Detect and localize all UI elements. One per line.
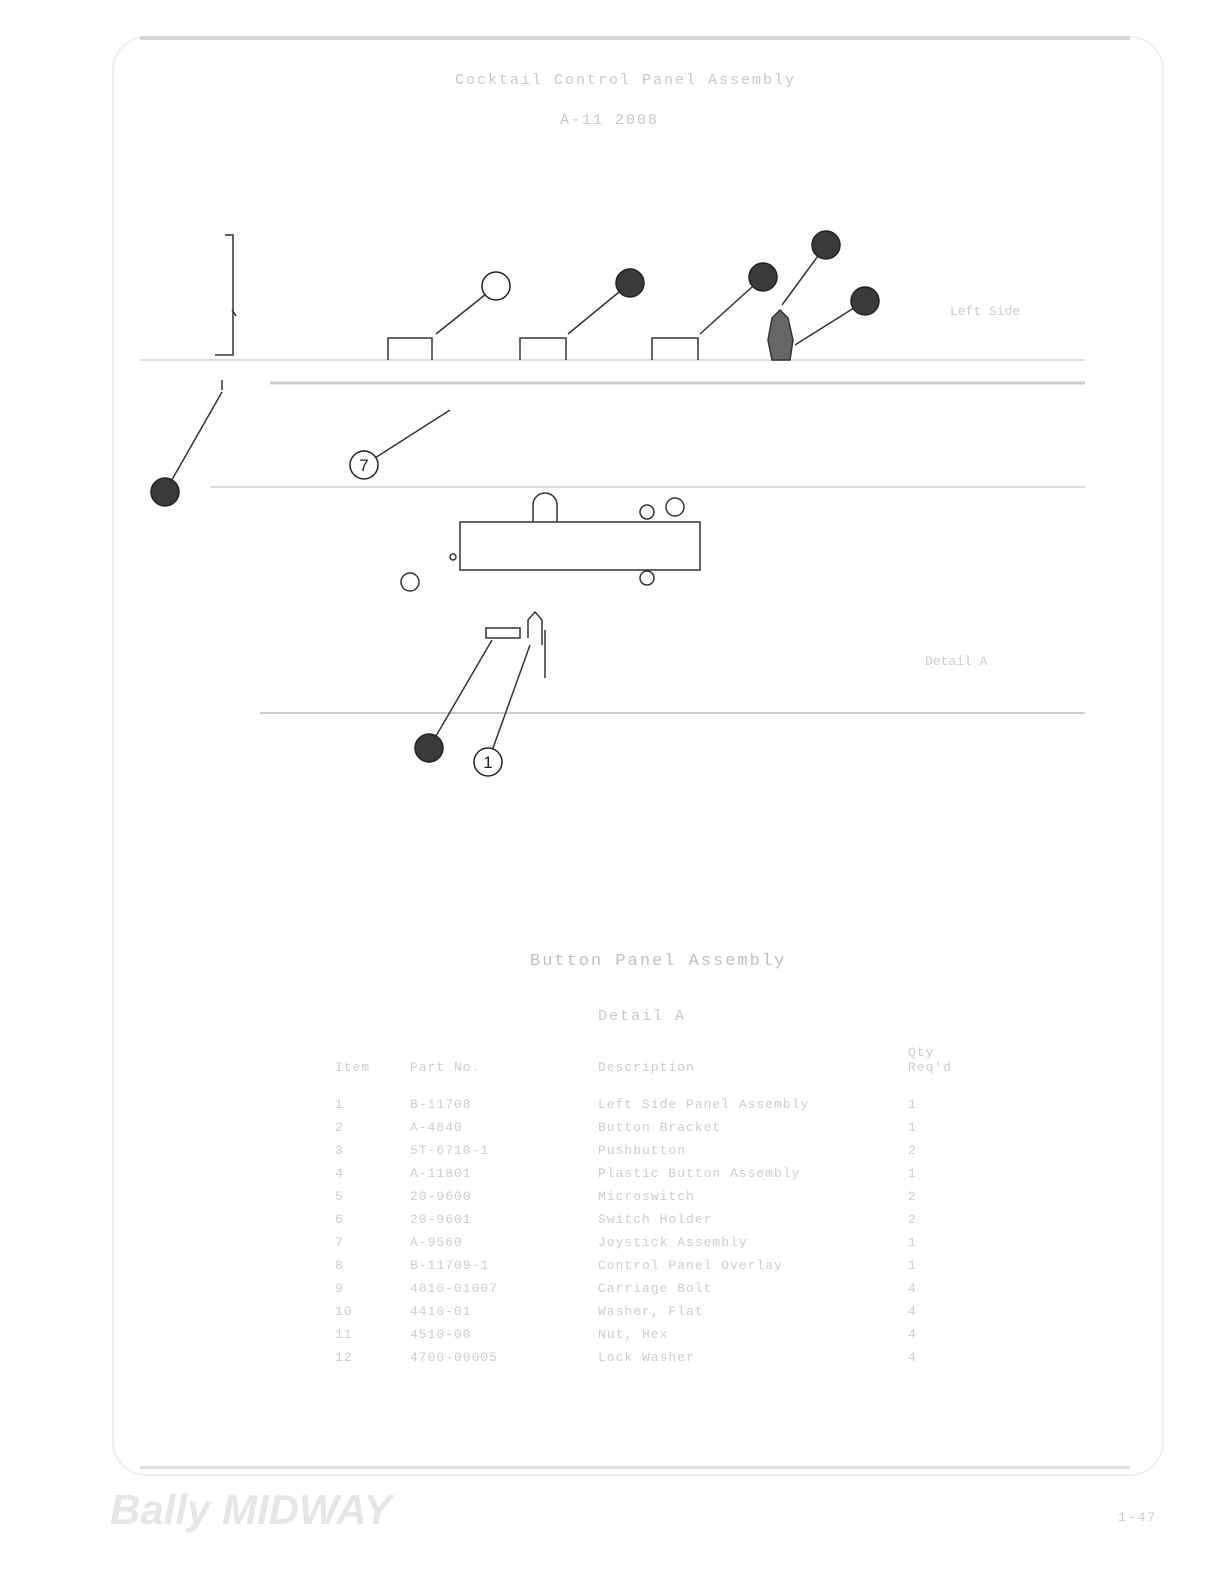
part-no-cell: 4700-00005 (410, 1350, 499, 1365)
qty-cell: 2 (908, 1143, 917, 1158)
description-cell: Lock Washer (598, 1350, 695, 1365)
part-no-cell: A-9560 (410, 1235, 463, 1250)
part-no-cell: 4510-00 (410, 1327, 472, 1342)
button-outline (651, 337, 699, 360)
qty-cell: 4 (908, 1327, 917, 1342)
table-row: 5 20-9600 Microswitch 2 (335, 1185, 968, 1208)
callout-filled (748, 262, 778, 292)
joystick (767, 308, 794, 361)
header-subtitle: A-11 2008 (560, 112, 660, 129)
qty-cell: 1 (908, 1235, 917, 1250)
description-cell: Switch Holder (598, 1212, 713, 1227)
qty-cell: 4 (908, 1350, 917, 1365)
qty-cell: 1 (908, 1166, 917, 1181)
part-no-cell: 20-9600 (410, 1189, 472, 1204)
table-row: 6 20-9601 Switch Holder 2 (335, 1208, 968, 1231)
description-cell: Button Bracket (598, 1120, 722, 1135)
table-row: 2 A-4840 Button Bracket 1 (335, 1116, 968, 1139)
side-label: Left Side (950, 304, 1020, 319)
table-row: 8 B-11709-1 Control Panel Overlay 1 (335, 1254, 968, 1277)
callout-1 (473, 747, 503, 777)
callout-7-label: 7 (359, 456, 368, 475)
col-item: Item (335, 1060, 371, 1075)
description-cell: Plastic Button Assembly (598, 1166, 801, 1181)
part-no-cell: A-4840 (410, 1120, 463, 1135)
description-cell: Left Side Panel Assembly (598, 1097, 810, 1112)
item-cell: 10 (335, 1304, 353, 1319)
qty-cell: 4 (908, 1304, 917, 1319)
header-title: Cocktail Control Panel Assembly (455, 72, 797, 89)
button-bar (459, 521, 701, 571)
callout-filled (811, 230, 841, 260)
description-cell: Pushbutton (598, 1143, 687, 1158)
description-cell: Control Panel Overlay (598, 1258, 783, 1273)
callout-filled (414, 733, 444, 763)
item-cell: 2 (335, 1120, 344, 1135)
item-cell: 4 (335, 1166, 344, 1181)
item-cell: 3 (335, 1143, 344, 1158)
callout-open (481, 271, 511, 301)
microswitch (485, 610, 543, 645)
table-row: 10 4410-01 Washer, Flat 4 (335, 1300, 968, 1323)
parts-list-title: Button Panel Assembly (530, 952, 787, 971)
parts-list-detail: Detail A (598, 1008, 687, 1025)
callout-filled (150, 477, 180, 507)
part-no-cell: B-11708 (410, 1097, 472, 1112)
side-bracket (215, 234, 234, 356)
table-row: 4 A-11801 Plastic Button Assembly 1 (335, 1162, 968, 1185)
top-rule (140, 36, 1130, 40)
description-cell: Joystick Assembly (598, 1235, 748, 1250)
part-no-cell: 5T-6710-1 (410, 1143, 490, 1158)
callout-filled (615, 268, 645, 298)
table-row: 9 4010-01007 Carriage Bolt 4 (335, 1277, 968, 1300)
part-no-cell: 4010-01007 (410, 1281, 499, 1296)
assembly-diagram: 7 1 Left Side Detail A (140, 230, 1085, 777)
bottom-rule (140, 1466, 1130, 1469)
item-cell: 8 (335, 1258, 344, 1273)
part-no-cell: A-11801 (410, 1166, 472, 1181)
item-cell: 12 (335, 1350, 353, 1365)
table-row: 3 5T-6710-1 Pushbutton 2 (335, 1139, 968, 1162)
detail-label: Detail A (925, 654, 988, 669)
qty-cell: 2 (908, 1189, 917, 1204)
col-part-no: Part No. (410, 1060, 481, 1075)
description-cell: Microswitch (598, 1189, 695, 1204)
part-no-cell: B-11709-1 (410, 1258, 490, 1273)
item-cell: 9 (335, 1281, 344, 1296)
qty-cell: 1 (908, 1097, 917, 1112)
button-outline (387, 337, 433, 360)
table-row: 7 A-9560 Joystick Assembly 1 (335, 1231, 968, 1254)
part-no-cell: 20-9601 (410, 1212, 472, 1227)
qty-cell: 1 (908, 1258, 917, 1273)
description-cell: Nut, Hex (598, 1327, 669, 1342)
qty-cell: 1 (908, 1120, 917, 1135)
item-cell: 11 (335, 1327, 353, 1342)
item-cell: 1 (335, 1097, 344, 1112)
col-description: Description (598, 1060, 695, 1075)
item-cell: 6 (335, 1212, 344, 1227)
description-cell: Washer, Flat (598, 1304, 704, 1319)
table-row: 1 B-11708 Left Side Panel Assembly 1 (335, 1093, 968, 1116)
col-qty: Qty Req'd (908, 1045, 953, 1075)
callout-7 (349, 450, 379, 480)
page-number: 1-47 (1118, 1510, 1158, 1525)
bally-midway-logo: Bally MIDWAY (110, 1486, 392, 1533)
item-cell: 7 (335, 1235, 344, 1250)
part-no-cell: 4410-01 (410, 1304, 472, 1319)
callout-1-label: 1 (483, 753, 492, 772)
qty-cell: 2 (908, 1212, 917, 1227)
item-cell: 5 (335, 1189, 344, 1204)
table-row: 11 4510-00 Nut, Hex 4 (335, 1323, 968, 1346)
callout-filled (850, 286, 880, 316)
qty-cell: 4 (908, 1281, 917, 1296)
button-outline (519, 337, 567, 360)
table-row: 12 4700-00005 Lock Washer 4 (335, 1346, 968, 1369)
description-cell: Carriage Bolt (598, 1281, 713, 1296)
